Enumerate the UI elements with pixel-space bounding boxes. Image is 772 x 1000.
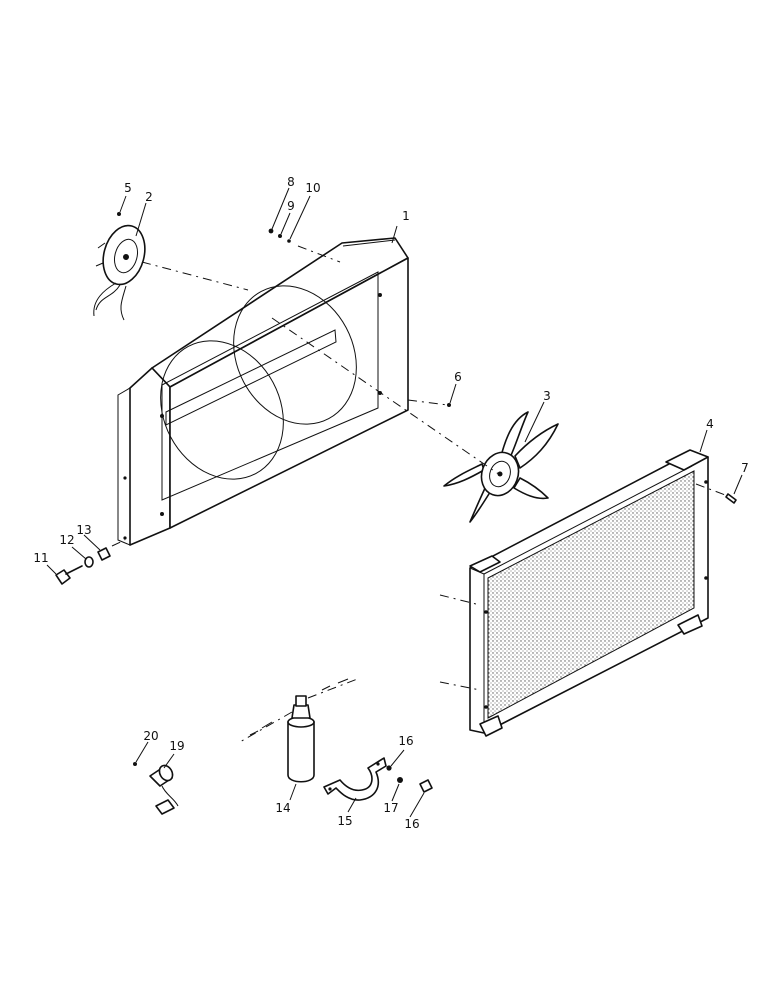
callout-5: 5 — [124, 181, 132, 195]
callout-6: 6 — [454, 370, 462, 384]
seal-20 — [133, 762, 137, 766]
washer-17 — [397, 777, 403, 783]
leader-lines — [46, 187, 743, 818]
washer-12 — [84, 556, 94, 568]
callout-12: 12 — [59, 533, 74, 547]
receiver-drier — [239, 677, 361, 783]
fan-blade — [443, 411, 559, 523]
hardware — [55, 212, 737, 585]
screw-16 — [419, 779, 433, 793]
drier-bracket — [323, 757, 387, 801]
callout-16a: 16 — [398, 734, 413, 748]
callout-20: 20 — [143, 729, 158, 743]
callout-11: 11 — [33, 551, 48, 565]
callout-17: 17 — [383, 801, 398, 815]
screw-6 — [447, 403, 451, 407]
callout-15: 15 — [337, 814, 352, 828]
callout-4: 4 — [706, 417, 714, 431]
callout-3: 3 — [543, 389, 551, 403]
screw-8 — [268, 228, 274, 234]
callout-labels: 1 2 3 4 5 6 7 8 9 10 11 12 13 14 15 16 1… — [33, 175, 748, 831]
screw-7 — [725, 493, 737, 504]
pressure-switch — [133, 762, 179, 815]
fan-shroud — [117, 237, 409, 546]
nut-10 — [287, 239, 291, 243]
callout-8: 8 — [287, 175, 295, 189]
callout-14: 14 — [275, 801, 290, 815]
condenser — [469, 449, 709, 737]
fan-motor — [93, 224, 146, 321]
callout-9: 9 — [287, 199, 295, 213]
nut-18 — [386, 765, 392, 771]
callout-7: 7 — [741, 461, 749, 475]
bolt-11 — [55, 565, 83, 585]
callout-2: 2 — [145, 190, 153, 204]
callout-10: 10 — [305, 181, 320, 195]
callout-19: 19 — [169, 739, 184, 753]
callout-16b: 16 — [404, 817, 419, 831]
screw-5 — [117, 212, 121, 216]
assembly-lines — [111, 245, 729, 691]
washer-9 — [278, 234, 282, 238]
nut-13 — [97, 547, 111, 561]
callout-13: 13 — [76, 523, 91, 537]
callout-1: 1 — [402, 209, 410, 223]
